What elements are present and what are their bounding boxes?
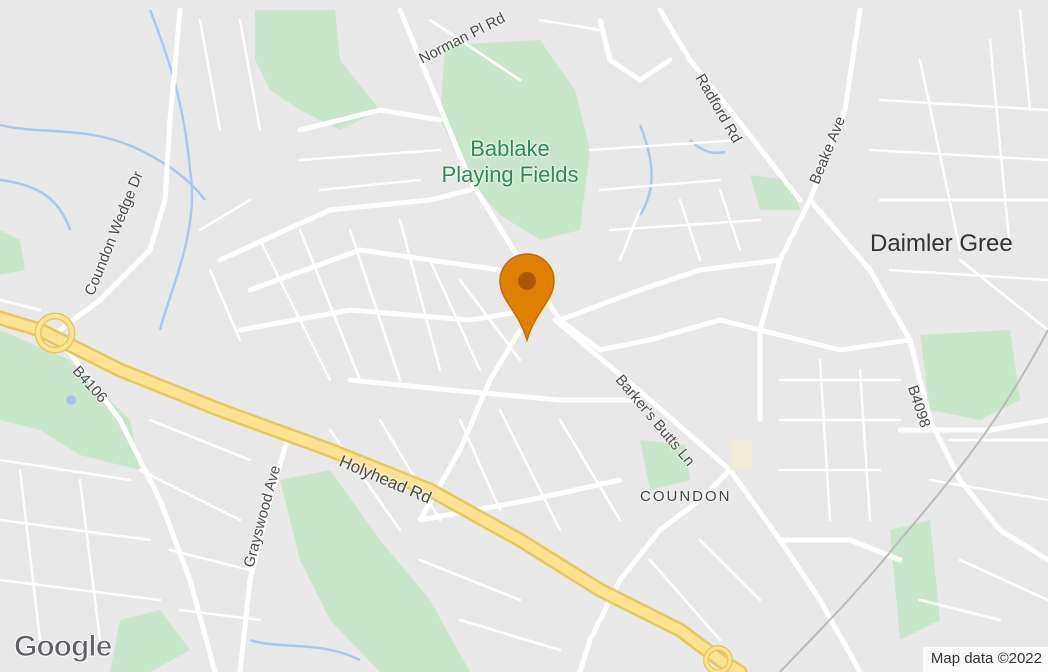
minor-roads xyxy=(57,7,1048,672)
location-pin-icon[interactable] xyxy=(498,252,556,344)
park-label-line2: Playing Fields xyxy=(441,162,579,187)
holyhead-road xyxy=(0,313,745,672)
parks xyxy=(0,10,1020,672)
street-grid xyxy=(0,8,1048,652)
coundon-centre xyxy=(730,440,752,470)
location-pin-dot xyxy=(518,272,536,290)
park-label: Bablake Playing Fields xyxy=(420,136,600,188)
google-logo[interactable]: Google xyxy=(13,630,112,664)
map-attribution[interactable]: Map data ©2022 xyxy=(922,647,1048,672)
waterways xyxy=(0,9,726,662)
railway xyxy=(779,329,1048,672)
area-label-daimler-green: Daimler Gree xyxy=(870,230,1013,257)
park-label-line1: Bablake xyxy=(470,136,550,161)
district-label-coundon: COUNDON xyxy=(640,488,732,505)
location-pin-body xyxy=(499,253,555,343)
